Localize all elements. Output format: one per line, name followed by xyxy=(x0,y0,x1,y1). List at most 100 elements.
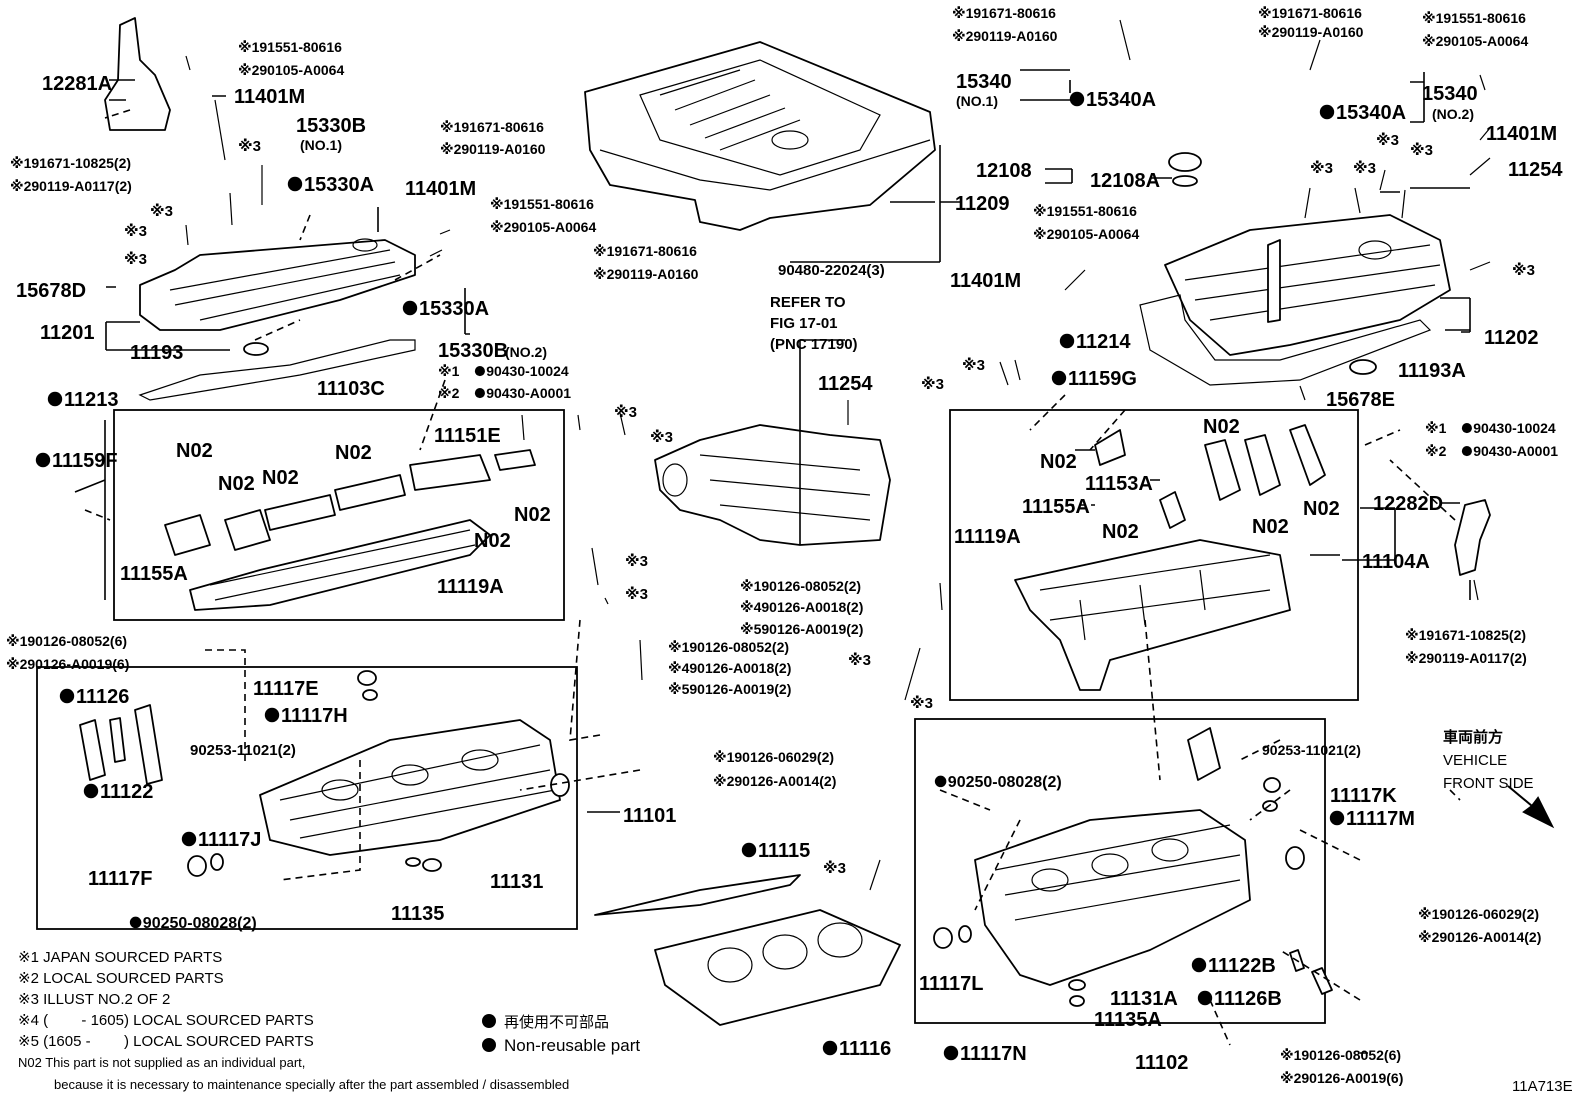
bearing-cap-box-right xyxy=(949,409,1359,701)
nonreusable-dot xyxy=(474,366,485,377)
part-label: 11193A xyxy=(1398,360,1466,382)
part-label: 11131 xyxy=(490,871,543,893)
part-label: 11102 xyxy=(1135,1052,1188,1074)
ring-11135-part xyxy=(405,857,421,867)
cam-caps-left-part xyxy=(164,449,536,611)
part-label: ※3 xyxy=(1353,159,1376,177)
part-label: 90430-10024 xyxy=(1473,420,1556,436)
cylinder-head-box-right xyxy=(914,718,1326,1024)
part-label: ※191671-10825(2) xyxy=(1405,627,1526,643)
nonreusable-dot xyxy=(1051,370,1067,386)
part-label: ※3 xyxy=(910,694,933,712)
part-label: N02 xyxy=(1102,521,1139,543)
cylinder-head-right-part xyxy=(974,809,1251,986)
part-label: ※190126-06029(2) xyxy=(1418,906,1539,922)
vehicle-front-en1: VEHICLE xyxy=(1443,752,1507,769)
part-label: N02 xyxy=(176,440,213,462)
legend-note-2: ※2 LOCAL SOURCED PARTS xyxy=(18,970,224,987)
cylinder-head-box-left xyxy=(36,666,578,930)
leader-lines xyxy=(74,69,1471,1054)
part-label: 15678D xyxy=(16,280,86,302)
part-label: (NO.1) xyxy=(300,137,342,153)
vehicle-front-jp: 車両前方 xyxy=(1443,728,1503,746)
part-label: 11213 xyxy=(64,389,119,411)
part-label: 12108 xyxy=(976,160,1032,182)
parts-art xyxy=(79,17,1555,1026)
vehicle-front-en2: FRONT SIDE xyxy=(1443,775,1534,792)
part-label: ※290105-A0064 xyxy=(490,219,596,235)
part-label: ※1 xyxy=(1425,420,1447,436)
plug-11117e-part xyxy=(357,670,377,686)
part-label: 11117J xyxy=(198,829,261,851)
refer-to-line1: REFER TO xyxy=(770,294,846,311)
part-label: ※290105-A0064 xyxy=(1033,226,1139,242)
part-label: ※3 xyxy=(650,428,673,446)
ring-11135a-part xyxy=(1069,995,1085,1007)
plug-11117k-part xyxy=(1263,777,1281,793)
part-label: 11209 xyxy=(955,193,1010,215)
nonreusable-dot xyxy=(1191,957,1207,973)
diagram-id: 11A713E xyxy=(1512,1078,1573,1095)
cam-cover-left-part xyxy=(139,238,416,331)
part-label: 11119A xyxy=(954,526,1021,548)
nonreusable-dot xyxy=(264,707,280,723)
seal-11117h-part xyxy=(362,689,378,701)
gasket-11214-part xyxy=(1139,294,1432,386)
part-label: ※290126-A0019(6) xyxy=(6,656,129,672)
part-label: ※3 xyxy=(1376,131,1399,149)
part-label: ※191551-80616 xyxy=(1422,10,1526,26)
group-boxes xyxy=(36,409,1359,1024)
part-label: N02 xyxy=(335,442,372,464)
part-label: 11151E xyxy=(434,425,501,447)
part-label: 11116 xyxy=(839,1038,891,1060)
part-label: ※191551-80616 xyxy=(490,196,594,212)
cylinder-head-left-part xyxy=(259,719,561,856)
part-label: 11115 xyxy=(758,840,810,862)
legend-note-1: ※1 JAPAN SOURCED PARTS xyxy=(18,949,222,966)
part-label: 11104A xyxy=(1362,551,1430,573)
part-label: ※590126-A0019(2) xyxy=(668,681,791,697)
nonreuse-dot-2 xyxy=(482,1038,496,1052)
part-label: ※290105-A0064 xyxy=(1422,33,1528,49)
part-label: 15340A xyxy=(1086,89,1156,111)
part-label: ※290105-A0064 xyxy=(238,62,344,78)
nonreusable-dot xyxy=(822,1040,838,1056)
part-label: 11126B xyxy=(1214,988,1282,1010)
part-label: 12281A xyxy=(42,73,112,95)
seal-11117j-part xyxy=(210,853,224,871)
part-label: 11401M xyxy=(950,270,1021,292)
nonreusable-dot xyxy=(402,300,418,316)
oil-cap-part xyxy=(1168,152,1202,172)
part-label: 11131A xyxy=(1110,988,1178,1010)
part-label: ※290119-A0117(2) xyxy=(10,178,132,194)
part-labels: 12281A ※191551-80616 ※290105-A0064 11401M 15… xyxy=(6,5,1563,1086)
part-label: ※190126-08052(6) xyxy=(1280,1047,1401,1063)
part-label: 11202 xyxy=(1484,327,1539,349)
part-label: ※3 xyxy=(625,552,648,570)
nonreusable-dot xyxy=(129,916,142,929)
part-label: ※191671-10825(2) xyxy=(10,155,131,171)
ring-11193a-part xyxy=(1349,359,1377,375)
part-label: 11254 xyxy=(1508,159,1563,181)
legend-note-4: ※4 ( - 1605) LOCAL SOURCED PARTS xyxy=(18,1012,314,1029)
cam-cover-right-part xyxy=(1164,214,1451,356)
part-label: ※290119-A0117(2) xyxy=(1405,650,1527,666)
part-label: ※3 xyxy=(921,375,944,393)
part-label: 11159F xyxy=(52,450,118,472)
sleeve-11126-part xyxy=(79,719,106,781)
part-label: 90253-11021(2) xyxy=(190,742,296,759)
part-label: 11201 xyxy=(40,322,95,344)
part-label: ※3 xyxy=(625,585,648,603)
nonreusable-dot xyxy=(474,388,485,399)
part-label: 11117N xyxy=(960,1043,1027,1065)
part-label: ※3 xyxy=(238,137,261,155)
part-label: 11117H xyxy=(281,705,348,727)
nonreusable-dot xyxy=(59,688,75,704)
part-label: ※290126-A0014(2) xyxy=(1418,929,1541,945)
part-label: 11122 xyxy=(100,781,153,803)
part-label: 15340A xyxy=(1336,102,1406,124)
part-label: 90430-A0001 xyxy=(486,385,571,401)
legend-n02-line2: because it is necessary to maintenance s… xyxy=(54,1077,569,1092)
part-label: ※191671-80616 xyxy=(1258,5,1362,21)
